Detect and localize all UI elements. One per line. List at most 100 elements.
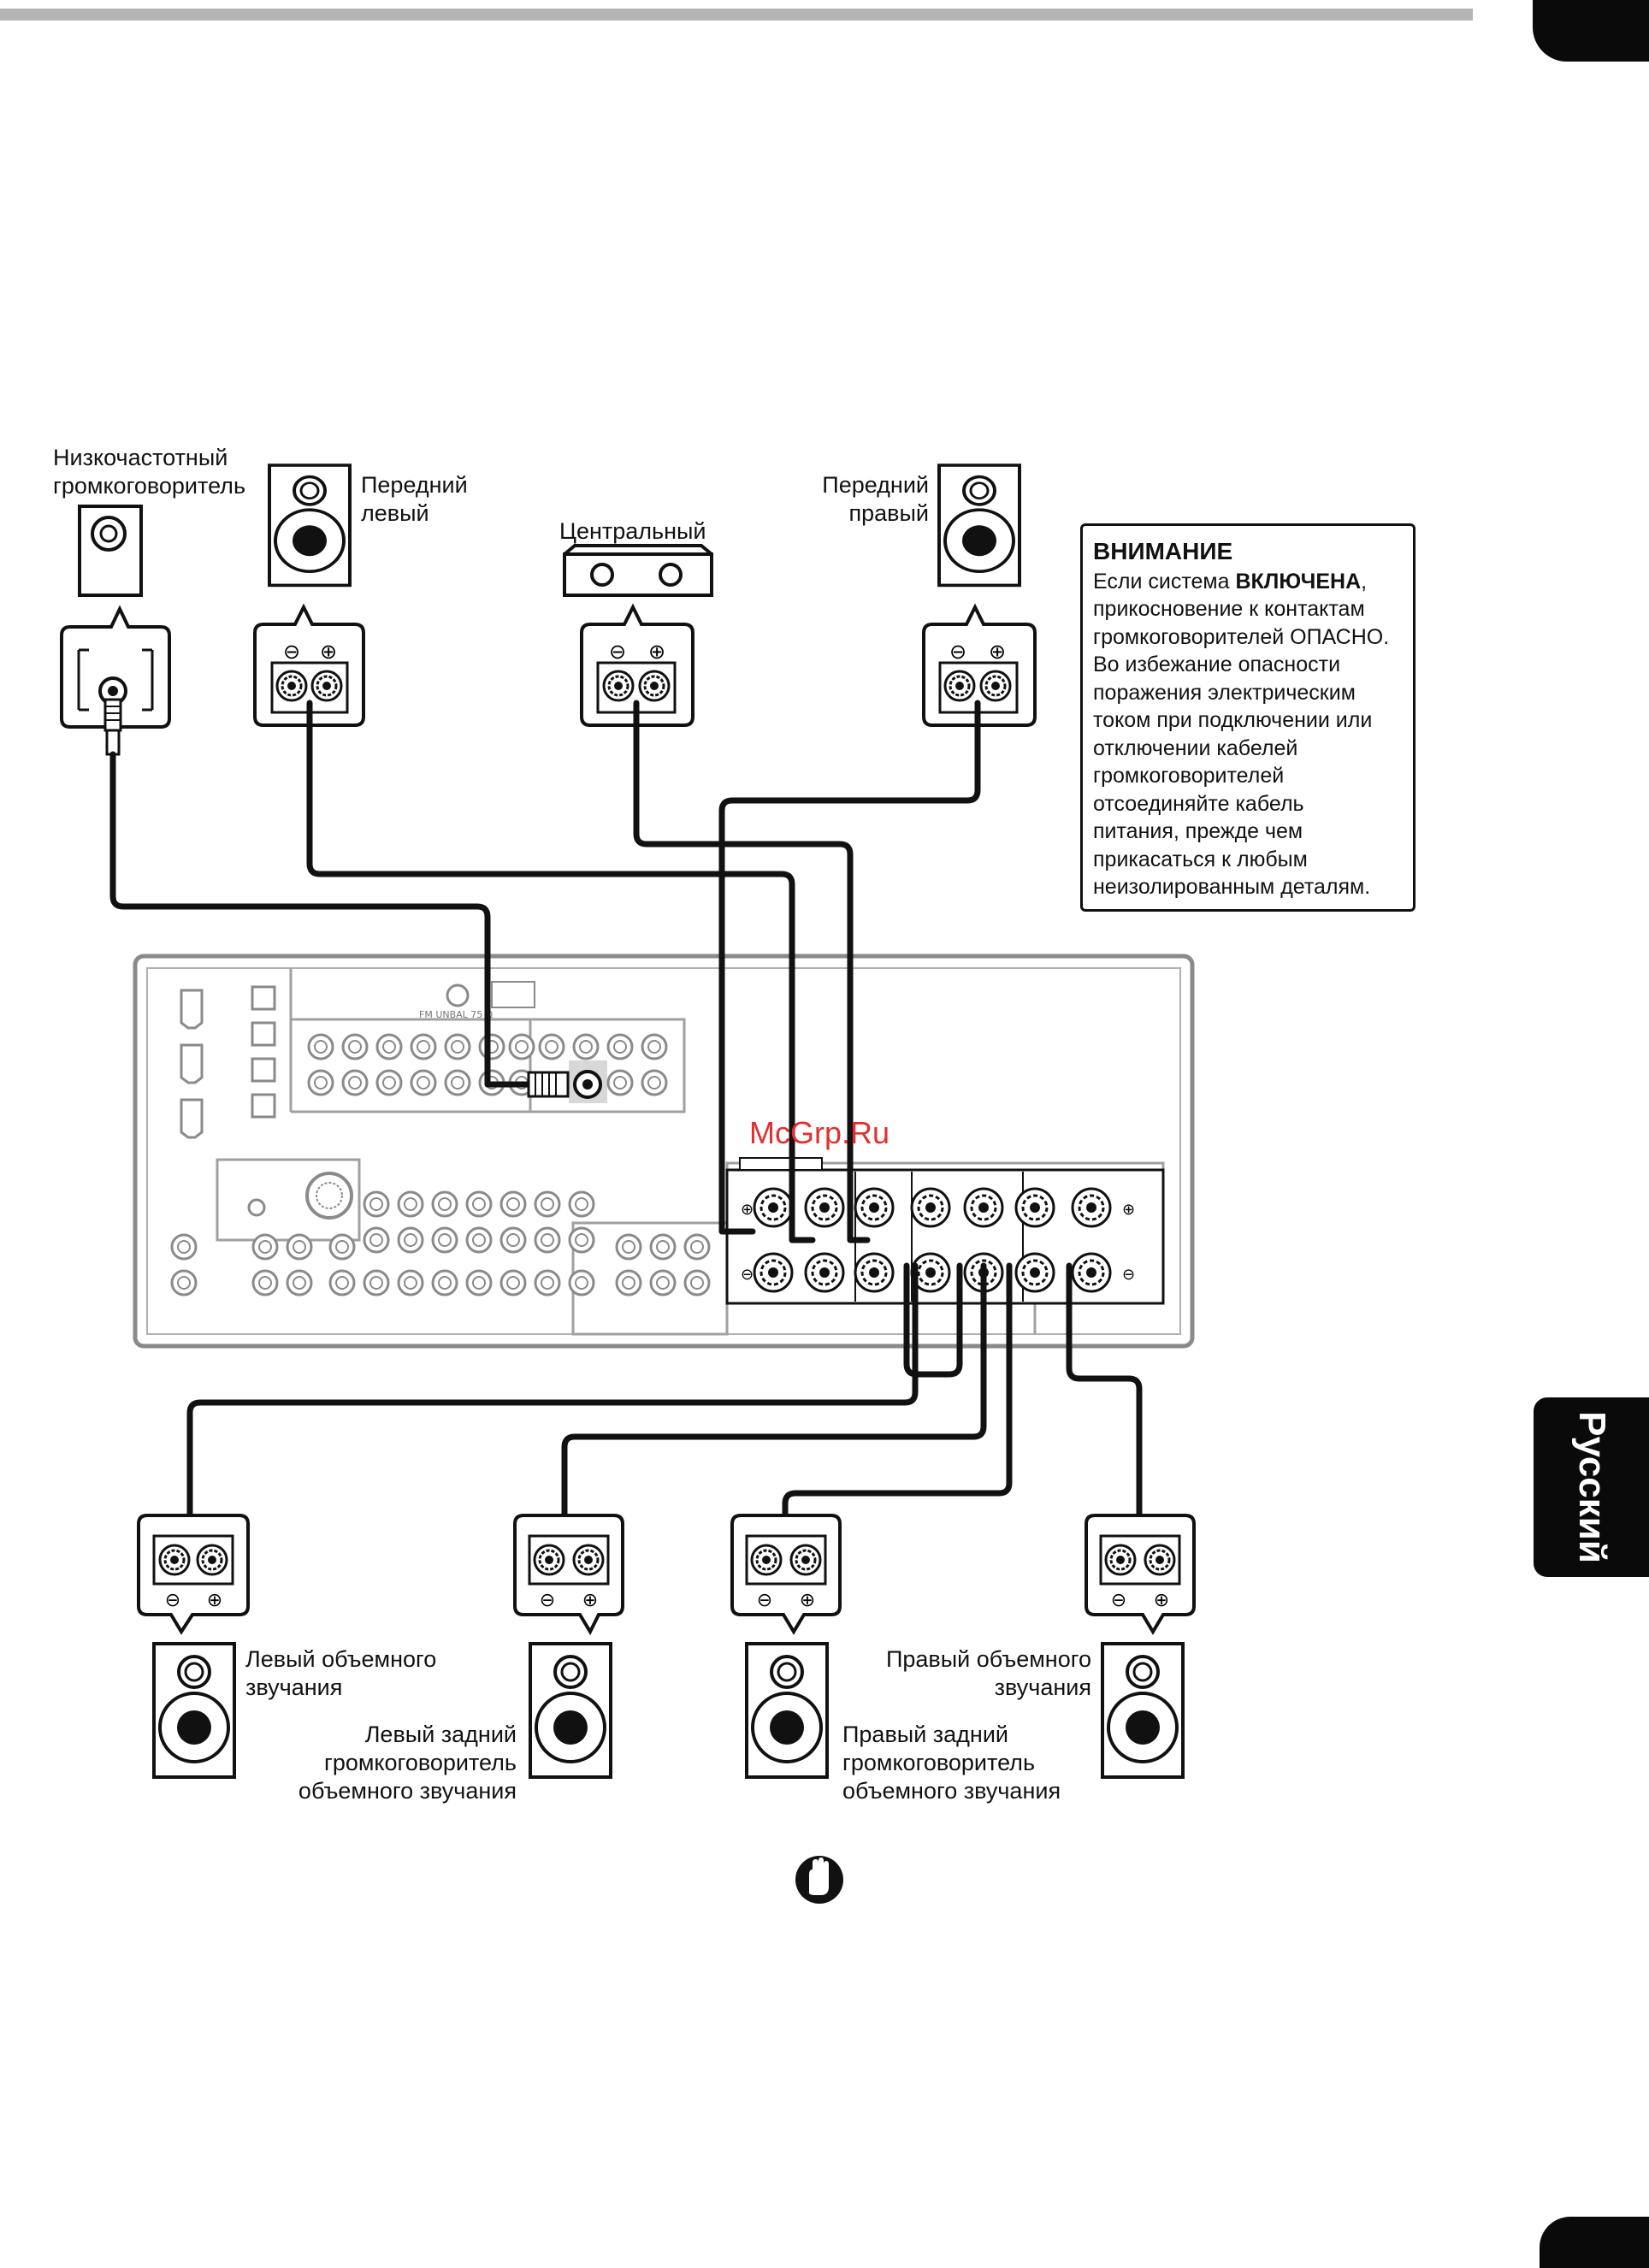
rca-jack (478, 1033, 505, 1060)
warning-line: поражения электрическим (1093, 680, 1356, 705)
page-tab-top (1533, 0, 1649, 62)
surround-back-right-terminal-callout: ⊖ ⊕ (730, 1514, 842, 1635)
warning-title: ВНИМАНИЕ (1093, 538, 1233, 564)
hand-caution-icon (795, 1856, 843, 1904)
label-line: Левый объемного (245, 1646, 437, 1672)
warning-line: громкоговорителей (1093, 764, 1285, 788)
warning-suffix: , (1361, 569, 1368, 594)
warning-line: питания, прежде чем (1093, 819, 1303, 843)
rca-jack (341, 1033, 369, 1060)
rca-jack (649, 1269, 677, 1296)
surround-right-speaker-icon (1101, 1642, 1185, 1779)
binding-post (910, 1187, 951, 1228)
binding-post (753, 1252, 794, 1293)
rca-jack (307, 1033, 334, 1060)
binding-post (1071, 1187, 1112, 1228)
label-line: громкоговоритель (842, 1750, 1036, 1775)
surround-back-left-speaker-icon (529, 1642, 612, 1779)
binding-post (963, 1187, 1004, 1228)
header-rule (0, 9, 1473, 21)
front-left-speaker-icon (268, 464, 352, 588)
rca-jack (328, 1233, 356, 1261)
surround-left-terminal-callout: ⊖ ⊕ (137, 1514, 250, 1635)
warning-line: прикасаться к любым (1093, 847, 1308, 871)
rca-jack (397, 1190, 424, 1218)
plus-symbol: ⊕ (1122, 1201, 1135, 1219)
label-surround-right: Правый объемного звучания (855, 1645, 1091, 1702)
surround-left-speaker-icon (152, 1642, 236, 1779)
label-surround-left: Левый объемного звучания (245, 1645, 436, 1702)
rca-jack (444, 1069, 471, 1096)
rca-jack (410, 1033, 437, 1060)
rca-jack (465, 1190, 493, 1218)
rca-jack (465, 1226, 493, 1254)
binding-post (804, 1252, 845, 1293)
warning-line: отключении кабелей (1093, 735, 1298, 760)
plus-symbol: ⊕ (1154, 1590, 1169, 1611)
label-line: объемного звучания (298, 1778, 517, 1804)
rca-jack (341, 1069, 369, 1096)
rca-jack (615, 1269, 642, 1296)
warning-line: прикосновение к контактам (1093, 597, 1365, 621)
label-line: звучания (994, 1674, 1091, 1700)
minus-symbol: ⊖ (1111, 1590, 1126, 1611)
rca-jack (251, 1233, 279, 1261)
surround-back-left-terminal-callout: ⊖ ⊕ (513, 1514, 624, 1636)
rca-jack (251, 1269, 279, 1296)
binding-post (854, 1187, 895, 1228)
rca-jack (444, 1033, 471, 1060)
plus-symbol: ⊕ (207, 1590, 222, 1611)
binding-post (753, 1187, 794, 1228)
rca-jack (568, 1226, 595, 1254)
label-front-right: Передний правый (802, 471, 929, 528)
center-speaker-icon (563, 544, 713, 597)
binding-post (1071, 1252, 1112, 1293)
rca-jack (568, 1190, 595, 1218)
rca-jack (375, 1033, 403, 1060)
rca-jack (534, 1226, 561, 1254)
plus-symbol: ⊕ (320, 640, 337, 664)
plus-symbol: ⊕ (741, 1201, 754, 1219)
watermark: McGrp.Ru (749, 1115, 890, 1150)
label-line: громкоговоритель (53, 473, 246, 499)
rca-jack (328, 1269, 356, 1296)
minus-symbol: ⊖ (609, 640, 626, 664)
rca-jack (615, 1233, 642, 1261)
rca-jack (534, 1269, 561, 1296)
rca-jack (572, 1033, 600, 1060)
rca-jack (465, 1269, 493, 1296)
label-center: Центральный (559, 517, 706, 546)
antenna-label: FM UNBAL 75 Ω (419, 1009, 493, 1020)
rca-jack (568, 1269, 595, 1296)
label-subwoofer: Низкочастотный громкоговоритель (53, 444, 245, 500)
rca-jack (286, 1269, 313, 1296)
warning-prefix: Если система (1093, 569, 1236, 594)
warning-line: отсоединяйте кабель (1093, 791, 1304, 816)
rca-jack (397, 1226, 424, 1254)
speaker-cables (109, 700, 1143, 1560)
warning-bold: ВКЛЮЧЕНА (1235, 569, 1362, 594)
plus-symbol: ⊕ (800, 1590, 815, 1611)
rca-jack (375, 1069, 403, 1096)
binding-post (1014, 1252, 1055, 1293)
rca-jack (606, 1033, 634, 1060)
label-line: Правый объемного (885, 1646, 1091, 1672)
front-right-terminal-callout: ⊖ ⊕ (922, 603, 1037, 727)
front-right-speaker-icon (937, 464, 1021, 588)
label-line: Низкочастотный (53, 445, 228, 470)
minus-symbol: ⊖ (757, 1590, 772, 1611)
language-tab[interactable]: Русский (1534, 1397, 1649, 1577)
rca-plug (527, 1070, 602, 1099)
center-terminal-callout: ⊖ ⊕ (580, 603, 694, 727)
binding-post (1014, 1187, 1055, 1228)
minus-symbol: ⊖ (283, 640, 300, 664)
rca-jack (363, 1226, 390, 1254)
rca-jack (410, 1069, 437, 1096)
label-line: звучания (245, 1674, 343, 1700)
rca-jack (363, 1269, 390, 1296)
label-line: правый (848, 500, 930, 526)
rca-jack (508, 1033, 535, 1060)
rca-jack (286, 1233, 313, 1261)
subwoofer-icon (78, 505, 143, 597)
